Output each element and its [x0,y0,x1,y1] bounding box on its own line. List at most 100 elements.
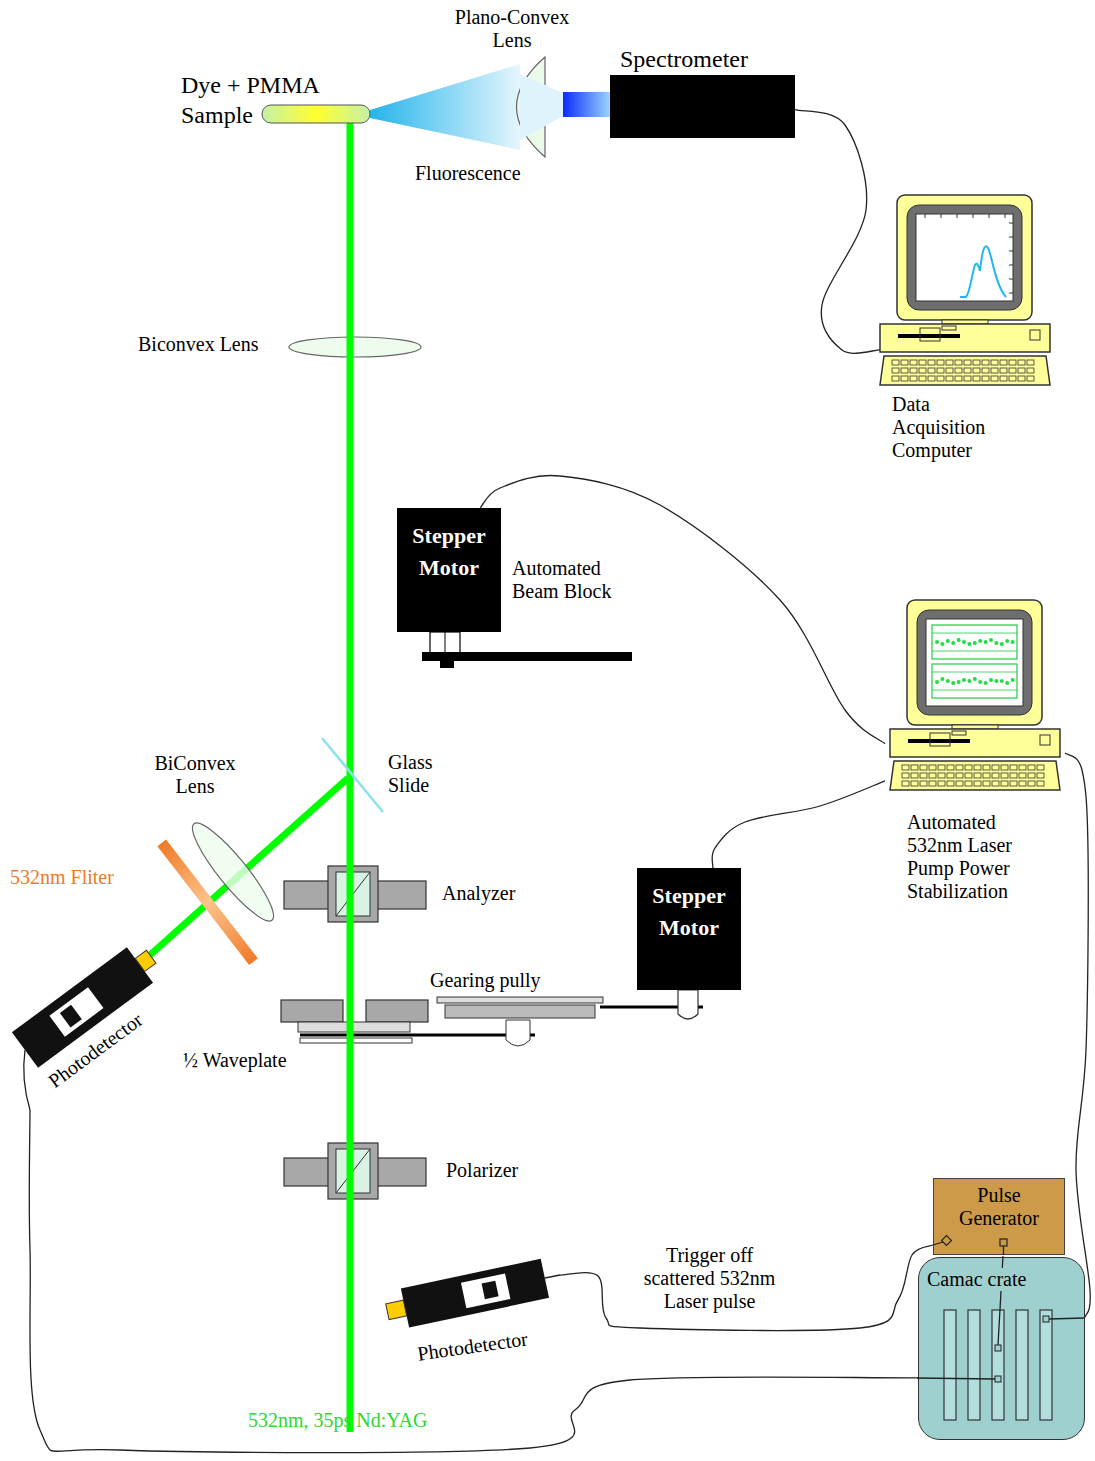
shaft-line [445,632,446,653]
stepper-motor: Stepper Motor [397,508,501,632]
data-dot [994,641,998,645]
signal-cable [480,475,885,743]
node-label: Automated 532nm Laser Pump Power Stabili… [907,811,1039,903]
drive-slot [908,739,970,743]
analyzer-mount [284,866,426,922]
key [974,781,981,786]
key [1010,773,1017,778]
drive-slot [898,334,960,338]
motor-shaft [430,632,460,653]
screen [916,214,1013,301]
key [991,360,998,365]
data-dot [951,681,955,685]
key [946,368,953,373]
data-dot [978,639,982,643]
computer-case [880,324,1050,352]
plot-line [932,633,1017,634]
data-dot [994,679,998,683]
mount-half [366,1000,428,1022]
data-dot [978,680,982,684]
key [973,368,980,373]
key [928,368,935,373]
part-label: Polarizer [446,1159,518,1182]
part-label: Biconvex Lens [138,333,259,356]
key [1019,765,1026,770]
key [1028,765,1035,770]
part-label: Glass Slide [388,751,448,797]
key [947,765,954,770]
drive-bay [930,733,950,746]
key [991,368,998,373]
key [1019,781,1026,786]
spectrometer-slit [563,92,611,117]
data-dot [973,677,977,681]
data-dot [962,640,966,644]
computer-case [890,729,1060,757]
port-wire [1003,1246,1004,1255]
fluorescence-beam [520,74,563,140]
signal-cable [712,781,885,868]
key [991,376,998,381]
key [1019,773,1026,778]
crate-module [1016,1310,1028,1420]
polarizer-mount [284,1143,426,1199]
node-art [5,935,175,1110]
key [965,781,972,786]
beam-block [422,632,632,668]
node-label: Stepper Motor [397,520,501,584]
module-port [995,1345,1001,1351]
part-label: BiConvex Lens [145,752,245,798]
key [929,765,936,770]
plot-panel [932,625,1017,659]
pulse-generator: Pulse Generator [933,1178,1065,1255]
key [1000,376,1007,381]
key [956,773,963,778]
photodetector: Photodetector [5,935,175,1110]
biconvex-lens [183,815,283,929]
data-dot [1000,642,1004,646]
data-dot [957,638,961,642]
data-dot [1000,679,1004,683]
key [1009,376,1016,381]
axis-tick [1009,279,1013,280]
key [1027,360,1034,365]
rotation-stage [298,1022,410,1032]
key [973,376,980,381]
drive-light [942,326,956,330]
key [911,781,918,786]
monitor [907,600,1042,725]
keyboard [890,761,1060,790]
crate-module [968,1310,980,1420]
key [1037,781,1044,786]
key [1009,368,1016,373]
detector-body [383,1259,549,1332]
part-label: Dye + PMMA Sample [181,70,356,130]
key [974,773,981,778]
data-dot [989,678,993,682]
key [901,368,908,373]
axis-tick [973,214,974,218]
crate-module [944,1310,956,1420]
axis-tick [1009,265,1013,266]
mount-half [281,1000,343,1022]
key [947,773,954,778]
data-dot [984,640,988,644]
signal-cable [560,1245,933,1331]
key [956,765,963,770]
detector-switch [60,1005,82,1028]
detector-cable [545,1275,560,1278]
detector-case [401,1259,549,1328]
key [1037,773,1044,778]
detector-window [461,1273,510,1308]
monitor-bezel [917,610,1032,715]
key [920,765,927,770]
key [983,773,990,778]
plot-line [932,651,1017,652]
data-dot [967,679,971,683]
key [964,376,971,381]
part-label: ½ Waveplate [183,1049,287,1072]
block-bar [422,652,632,661]
key [892,368,899,373]
signal-cable [29,1110,918,1453]
